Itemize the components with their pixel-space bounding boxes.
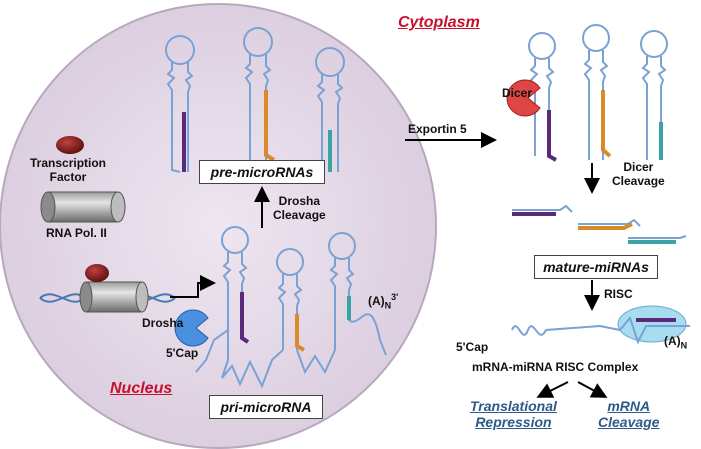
translational-repression-arrow	[536, 381, 569, 398]
pri-polya-label: (A)N3'	[368, 290, 398, 312]
nucleus-membrane	[0, 3, 437, 449]
target-mrna	[511, 315, 690, 345]
pri-microrna-hairpins	[195, 226, 387, 389]
risc-label: RISC	[604, 287, 633, 301]
transcription-factor-icon	[56, 136, 84, 154]
mature-mirna-duplexes	[512, 204, 687, 244]
mrna-cap-label: 5'Cap	[456, 340, 489, 354]
cyto-pre-mirna-hairpin-3	[640, 30, 668, 160]
pre-microrna-hairpin-3	[315, 47, 345, 172]
nucleus-label: Nucleus	[110, 380, 173, 397]
mrna-cleavage-label: mRNA Cleavage	[598, 398, 660, 430]
risc-complex-label: mRNA-miRNA RISC Complex	[472, 360, 639, 374]
drosha-cleavage-label: Drosha Cleavage	[273, 194, 326, 222]
pre-microrna-hairpin-2	[243, 27, 273, 165]
pri-mirna-strand-1	[240, 292, 250, 344]
cytoplasm-label: Cytoplasm	[398, 14, 480, 31]
polya-sup: 3'	[391, 292, 399, 302]
dicer-label: Dicer	[502, 86, 533, 100]
dicer-cleavage-label: Dicer Cleavage	[612, 160, 665, 188]
transcription-start-arrow	[170, 275, 216, 298]
drosha-enzyme-icon	[174, 309, 209, 347]
transcription-factor-label: Transcription Factor	[30, 156, 107, 184]
drosha-label: Drosha	[142, 316, 184, 330]
pre-microrna-box: pre-microRNAs	[199, 160, 325, 184]
polya-sub: N	[384, 300, 392, 311]
pri-microrna-box: pri-microRNA	[209, 395, 323, 419]
pre-mirna-strand-2	[264, 90, 276, 162]
rna-pol-label: RNA Pol. II	[46, 226, 107, 240]
polya-text: (A)	[368, 294, 385, 308]
mrna-polya-text: (A)	[664, 334, 681, 348]
mrna-polya-sub: N	[680, 340, 688, 351]
exportin-label: Exportin 5	[408, 122, 467, 136]
mature-mirna-box: mature-miRNAs	[534, 255, 658, 279]
cyto-pre-mirna-hairpin-2	[582, 24, 610, 160]
rna-pol-ii-icon	[40, 191, 126, 223]
tf-bound-icon	[85, 264, 109, 282]
pri-mirna-strand-2	[295, 314, 305, 352]
translational-repression-label: Translational Repression	[470, 398, 557, 430]
polymerase-on-dna-icon	[79, 281, 149, 313]
mrna-polya-label: (A)N	[664, 334, 687, 352]
dicer-enzyme-icon	[506, 79, 541, 117]
pre-microrna-hairpin-1	[165, 35, 195, 173]
pri-cap-label: 5'Cap	[166, 346, 199, 360]
mrna-cleavage-arrow	[577, 381, 608, 398]
